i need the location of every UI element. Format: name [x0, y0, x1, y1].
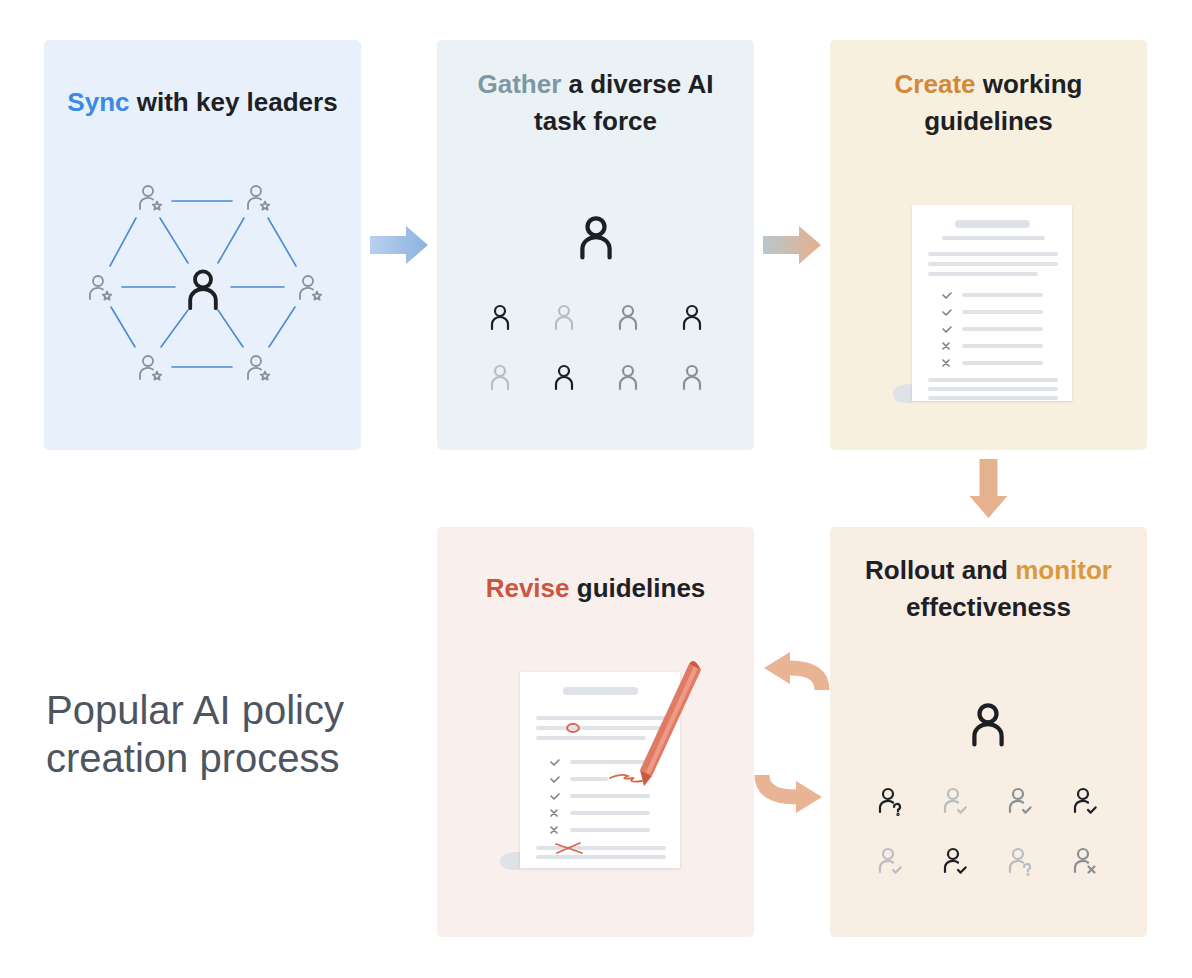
process-box: Rollout and monitor effectiveness [830, 527, 1147, 937]
process-box: Gather a diverse AI task force [437, 40, 754, 450]
box-heading: Create working guidelines [869, 66, 1109, 140]
process-box: Revise guidelines [437, 527, 754, 937]
heading-keyword: Sync [67, 87, 129, 117]
flow-arrow [370, 226, 428, 264]
flow-arrow [970, 459, 1008, 518]
heading-keyword: Revise [486, 573, 570, 603]
box-heading: Revise guidelines [446, 570, 746, 607]
diagram-title: Popular AI policy creation process [46, 686, 376, 782]
heading-text: Rollout and [865, 555, 1008, 585]
heading-keyword: Create [895, 69, 976, 99]
heading-text: a diverse AI task force [534, 69, 713, 136]
heading-text: with key leaders [137, 87, 338, 117]
flow-arrow [762, 775, 822, 813]
process-box: Sync with key leaders [44, 40, 361, 450]
heading-keyword: Gather [477, 69, 561, 99]
heading-text: guidelines [577, 573, 706, 603]
flow-arrow [763, 226, 821, 264]
box-heading: Rollout and monitor effectiveness [844, 552, 1134, 626]
heading-text: effectiveness [906, 592, 1071, 622]
box-heading: Sync with key leaders [48, 84, 358, 121]
flow-arrow [764, 652, 822, 690]
heading-keyword: monitor [1015, 555, 1112, 585]
box-heading: Gather a diverse AI task force [456, 66, 736, 140]
process-box: Create working guidelines [830, 40, 1147, 450]
